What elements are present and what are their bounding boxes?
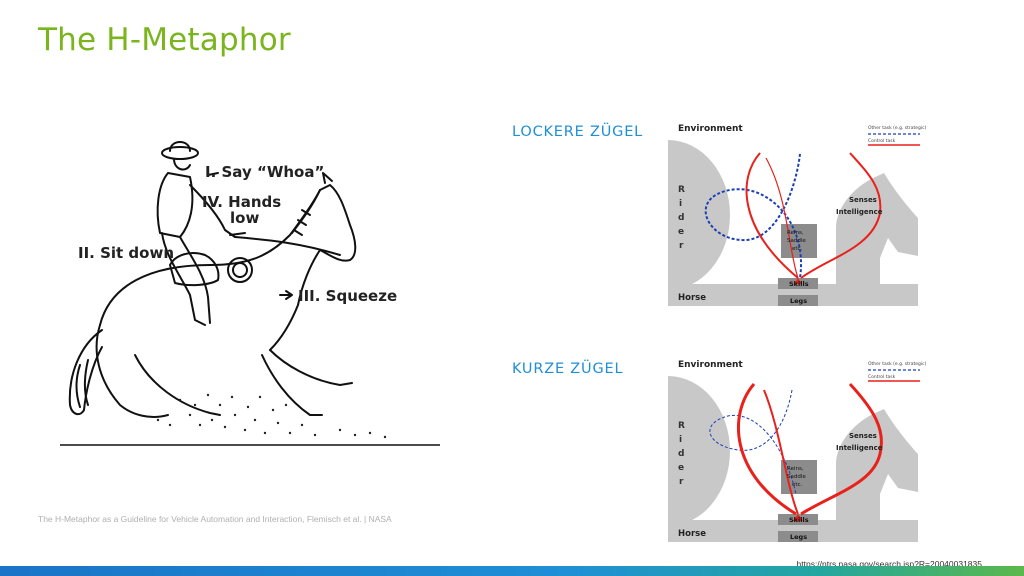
label-squeeze: III. Squeeze [298, 287, 397, 305]
legend-strategic: Other task (e.g. strategic) [868, 361, 927, 367]
legend-control: Control task [868, 374, 896, 380]
rider-letter: e [678, 227, 684, 237]
rider-letter: i [679, 435, 682, 445]
horse-rider-illustration: I. Say “Whoa” IV. Hands low II. Sit down… [40, 115, 460, 465]
legend-strategic: Other task (e.g. strategic) [868, 125, 927, 131]
intelligence-label: Intelligence [836, 444, 883, 452]
footer-gradient-bar [0, 566, 1024, 576]
senses-label: Senses [849, 196, 877, 204]
label-sit-down: II. Sit down [78, 244, 174, 262]
env-label: Environment [678, 360, 743, 370]
rider-letter: r [679, 477, 684, 487]
reins-label: etc. [792, 482, 803, 488]
rider-letter: d [678, 213, 684, 223]
page-title: The H-Metaphor [38, 22, 291, 58]
h-metaphor-diagram-loose: Environment Other task (e.g. strategic) … [668, 118, 930, 314]
skills-label: Skills [789, 516, 809, 524]
rider-letter: i [679, 199, 682, 209]
env-label: Environment [678, 124, 743, 134]
rider-letter: R [678, 185, 685, 195]
h-metaphor-diagram-tight: Environment Other task (e.g. strategic) … [668, 354, 930, 550]
rider-letter: e [678, 463, 684, 473]
label-say-whoa: I. Say “Whoa” [205, 163, 324, 181]
legs-label: Legs [790, 297, 807, 305]
rider-letter: d [678, 449, 684, 459]
horse-label: Horse [678, 529, 706, 539]
label-lockere-zuegel: LOCKERE ZÜGEL [512, 124, 643, 140]
image-caption: The H-Metaphor as a Guideline for Vehicl… [38, 514, 392, 524]
senses-label: Senses [849, 432, 877, 440]
rider-letter: R [678, 421, 685, 431]
horse-label: Horse [678, 293, 706, 303]
reins-label: Reins, [787, 230, 804, 236]
reins-label: Saddle [787, 238, 806, 244]
skills-label: Skills [789, 280, 809, 288]
legs-label: Legs [790, 533, 807, 541]
reins-label: Reins, [787, 466, 804, 472]
intelligence-label: Intelligence [836, 208, 883, 216]
label-hands-low: low [230, 209, 259, 227]
rider-letter: r [679, 241, 684, 251]
legend-control: Control task [868, 138, 896, 144]
label-kurze-zuegel: KURZE ZÜGEL [512, 361, 623, 377]
reins-label: Saddle [787, 474, 806, 480]
reins-label: etc. [792, 246, 803, 252]
